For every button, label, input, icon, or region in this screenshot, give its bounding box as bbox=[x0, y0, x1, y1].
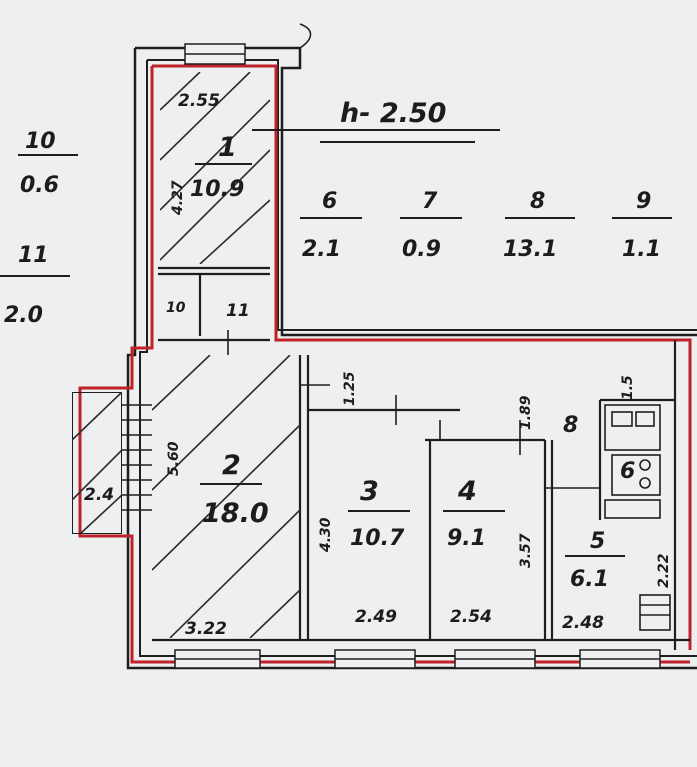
room-2-number: 2 bbox=[222, 450, 241, 481]
room-4-area: 9.1 bbox=[447, 526, 486, 551]
room-5: 5 6.1 2.48 2.22 bbox=[562, 529, 672, 633]
outside-room-10: 10 0.6 bbox=[18, 129, 78, 198]
room-3-width: 2.49 bbox=[355, 607, 397, 627]
legend-8-area: 13.1 bbox=[503, 237, 557, 262]
room-8-plan-label: 8 bbox=[563, 413, 578, 438]
room-10-area: 0.6 bbox=[20, 173, 59, 198]
legend-room-9: 9 1.1 bbox=[612, 189, 672, 262]
interior-walls bbox=[152, 266, 690, 650]
room-1-hatch bbox=[160, 72, 270, 264]
room-1-depth: 4.27 bbox=[170, 180, 186, 216]
room-11-plan-label: 11 bbox=[226, 301, 250, 321]
room-11-number: 11 bbox=[18, 243, 49, 268]
legend-room-6: 6 2.1 bbox=[300, 189, 362, 262]
room-10-number: 10 bbox=[25, 129, 56, 154]
room-5-area: 6.1 bbox=[570, 567, 609, 592]
room-5-depth: 2.22 bbox=[656, 553, 672, 588]
room-4-depth: 3.57 bbox=[518, 533, 534, 568]
balcony-hatch bbox=[72, 392, 122, 534]
legend-6-area: 2.1 bbox=[302, 237, 341, 262]
legend-9-number: 9 bbox=[636, 189, 651, 214]
legend-7-area: 0.9 bbox=[402, 237, 441, 262]
balcony-dim: 2.4 bbox=[84, 485, 114, 505]
dim-1-89: 1.89 bbox=[518, 395, 534, 430]
legend-9-area: 1.1 bbox=[622, 237, 661, 262]
room-6-plan-label: 6 bbox=[620, 459, 635, 484]
radiator bbox=[122, 404, 152, 511]
room-2-depth: 5.60 bbox=[166, 441, 182, 476]
room-5-number: 5 bbox=[590, 529, 605, 554]
room-1: 2.55 1 10.9 4.27 bbox=[170, 91, 252, 216]
room-10-plan-label: 10 bbox=[166, 300, 186, 316]
legend-room-8: 8 13.1 bbox=[503, 189, 575, 262]
legend-8-number: 8 bbox=[530, 189, 545, 214]
outside-room-11: 11 2.0 bbox=[0, 243, 70, 328]
room-2-width: 3.22 bbox=[185, 619, 227, 639]
room-3-area: 10.7 bbox=[350, 526, 405, 551]
room-11-area: 2.0 bbox=[4, 303, 43, 328]
dim-1-25: 1.25 bbox=[342, 371, 358, 406]
room-2-area: 18.0 bbox=[202, 498, 269, 529]
door-marks bbox=[227, 330, 600, 489]
room-4-number: 4 bbox=[457, 476, 477, 507]
room-4-width: 2.54 bbox=[450, 607, 492, 627]
legend-room-7: 7 0.9 bbox=[400, 189, 462, 262]
dim-1-5: 1.5 bbox=[620, 375, 636, 400]
ceiling-height-label: h- 2.50 bbox=[340, 98, 446, 129]
room-1-area: 10.9 bbox=[190, 177, 244, 202]
room-3-depth: 4.30 bbox=[318, 517, 334, 553]
room-1-width: 2.55 bbox=[178, 91, 220, 111]
room-2-hatch bbox=[152, 355, 300, 638]
red-outline bbox=[78, 64, 692, 664]
legend-7-number: 7 bbox=[422, 189, 438, 214]
height-leader bbox=[252, 129, 500, 143]
windows bbox=[174, 43, 661, 669]
room-1-number: 1 bbox=[218, 132, 237, 163]
room-5-width: 2.48 bbox=[562, 613, 604, 633]
room-2: 2 18.0 3.22 5.60 bbox=[166, 441, 269, 639]
room-3: 3 10.7 2.49 4.30 bbox=[318, 476, 410, 627]
room-4: 4 9.1 2.54 3.57 bbox=[443, 476, 534, 627]
legend-6-number: 6 bbox=[322, 189, 337, 214]
kitchen-fixtures bbox=[604, 404, 671, 631]
room-3-number: 3 bbox=[360, 476, 379, 507]
